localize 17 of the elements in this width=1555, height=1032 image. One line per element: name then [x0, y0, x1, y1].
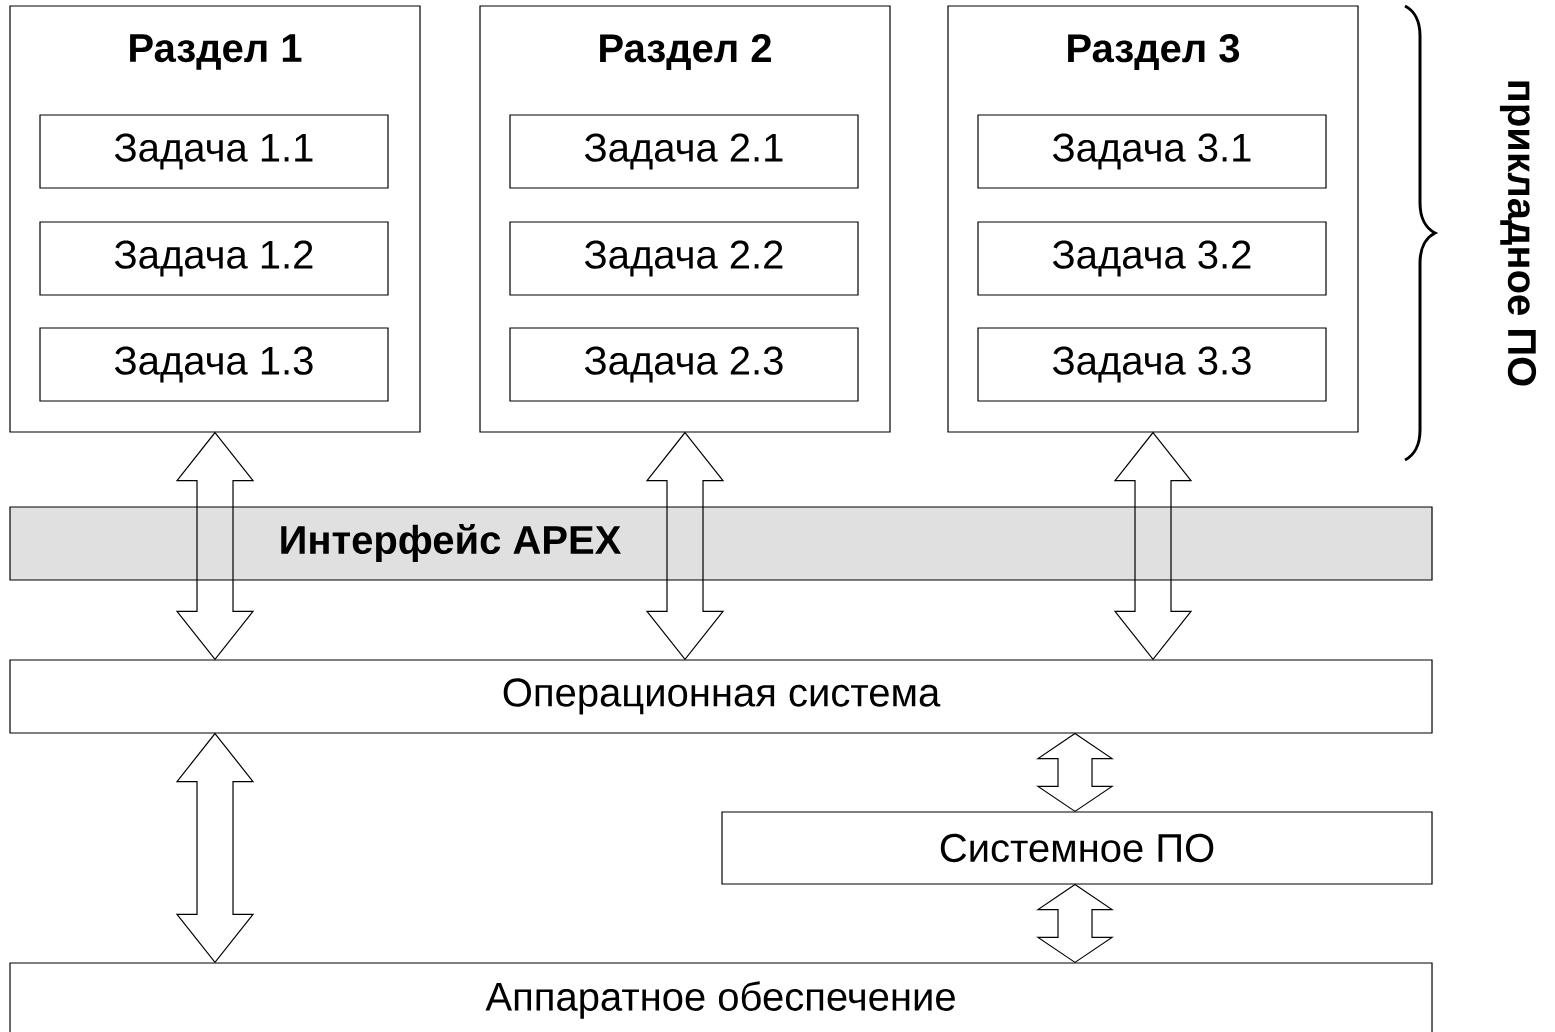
task-box: Задача 2.3 [509, 327, 859, 402]
interface-band: Интерфейс APEX [9, 506, 1433, 581]
task-box: Задача 3.2 [977, 221, 1327, 296]
task-box: Задача 1.2 [39, 221, 389, 296]
side-label: прикладное ПО [1499, 81, 1537, 386]
task-box: Задача 3.3 [977, 327, 1327, 402]
task-box: Задача 3.1 [977, 114, 1327, 189]
task-box: Задача 1.1 [39, 114, 389, 189]
task-box: Задача 1.3 [39, 327, 389, 402]
double-arrow [1113, 431, 1193, 661]
layer-box: Аппаратное обеспечение [9, 962, 1433, 1032]
layer-box: Операционная система [9, 659, 1433, 734]
double-arrow [645, 431, 725, 661]
task-box: Задача 2.2 [509, 221, 859, 296]
layer-box: Системное ПО [721, 811, 1433, 885]
double-arrow [175, 431, 255, 661]
task-box: Задача 2.1 [509, 114, 859, 189]
